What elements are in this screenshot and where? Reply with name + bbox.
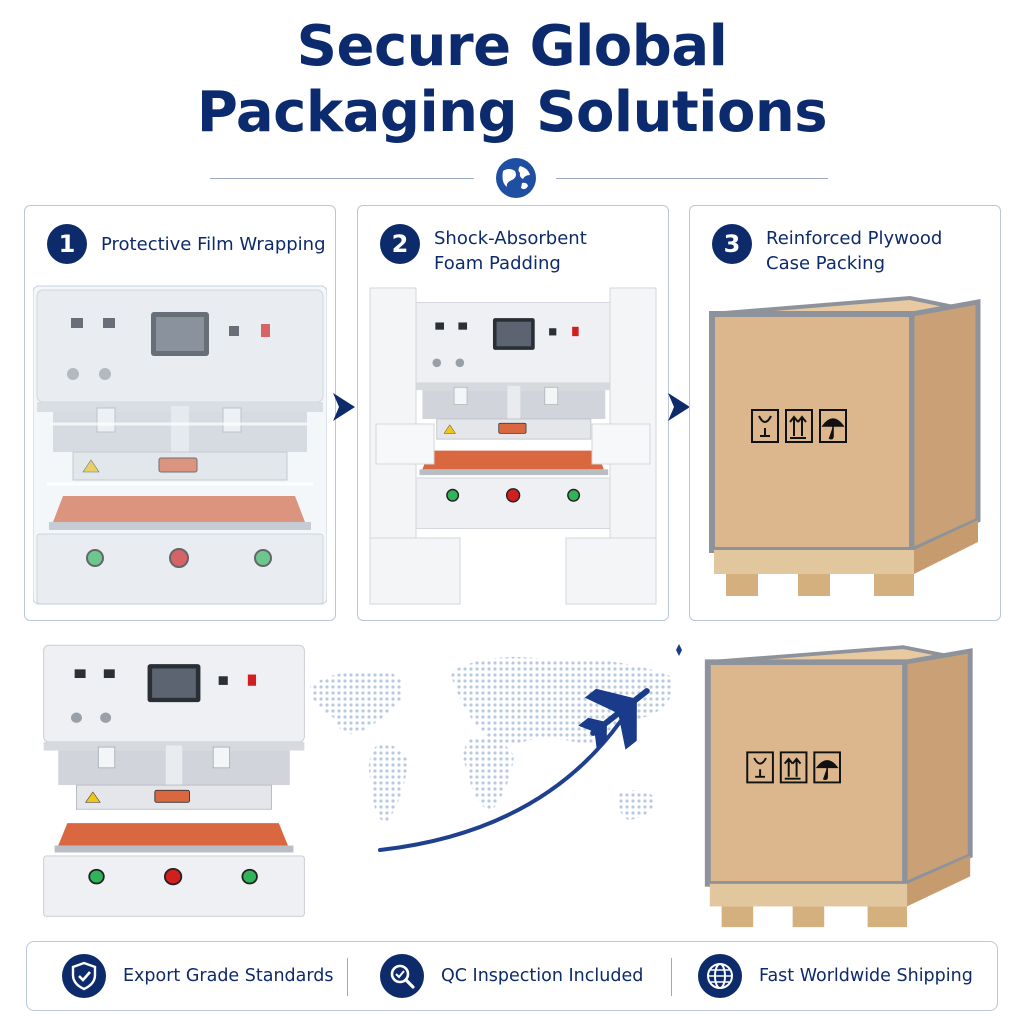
- arrow-right-icon: [668, 393, 690, 421]
- feature-worldwide-shipping: Fast Worldwide Shipping: [697, 942, 973, 1010]
- step-label: Protective Film Wrapping: [101, 232, 329, 257]
- wrapped-machine-image: [33, 285, 327, 614]
- feature-label: QC Inspection Included: [441, 966, 644, 986]
- shield-check-icon: [62, 954, 106, 998]
- step-number: 2: [380, 224, 420, 264]
- airplane-icon: [578, 688, 650, 750]
- step-label: Shock-Absorbent Foam Padding: [434, 226, 662, 276]
- magnifier-check-icon: [380, 954, 424, 998]
- arrow-right-icon: [333, 393, 355, 421]
- step-label-line-1: Shock-Absorbent: [434, 228, 587, 249]
- plywood-crate-image: [698, 284, 992, 614]
- features-separator: [347, 958, 348, 996]
- feature-qc-inspection: QC Inspection Included: [379, 942, 643, 1010]
- step-card-foam-padding: 2 Shock-Absorbent Foam Padding: [357, 205, 669, 621]
- header-divider-left: [210, 178, 474, 179]
- feature-export-grade: Export Grade Standards: [61, 942, 334, 1010]
- features-bar: Export Grade Standards QC Inspection Inc…: [26, 941, 998, 1011]
- title-line-2: Packaging Solutions: [196, 80, 828, 145]
- plywood-crate-on-pallet-image: [694, 634, 984, 944]
- step-number: 3: [712, 224, 752, 264]
- world-map-shipping-illustration: [310, 644, 682, 852]
- unpacked-machine-image: [40, 640, 308, 925]
- foam-padded-machine-image: [369, 287, 657, 605]
- feature-label: Export Grade Standards: [123, 966, 334, 986]
- step-label: Reinforced Plywood Case Packing: [766, 226, 994, 276]
- step-label-line-1: Reinforced Plywood: [766, 228, 943, 249]
- step-label-text: Protective Film Wrapping: [101, 234, 326, 255]
- step-number: 1: [47, 224, 87, 264]
- title-line-1: Secure Global: [296, 14, 728, 79]
- features-separator: [671, 958, 672, 996]
- globe-icon: [698, 954, 742, 998]
- step-card-plywood-case: 3 Reinforced Plywood Case Packing: [689, 205, 1001, 621]
- globe-icon: [494, 156, 538, 200]
- header-divider-right: [556, 178, 828, 179]
- step-card-film-wrapping: 1 Protective Film Wrapping: [24, 205, 336, 621]
- step-label-line-2: Case Packing: [766, 253, 886, 274]
- feature-label: Fast Worldwide Shipping: [759, 966, 973, 986]
- page-title: Secure Global Packaging Solutions: [0, 14, 1024, 146]
- step-label-line-2: Foam Padding: [434, 253, 561, 274]
